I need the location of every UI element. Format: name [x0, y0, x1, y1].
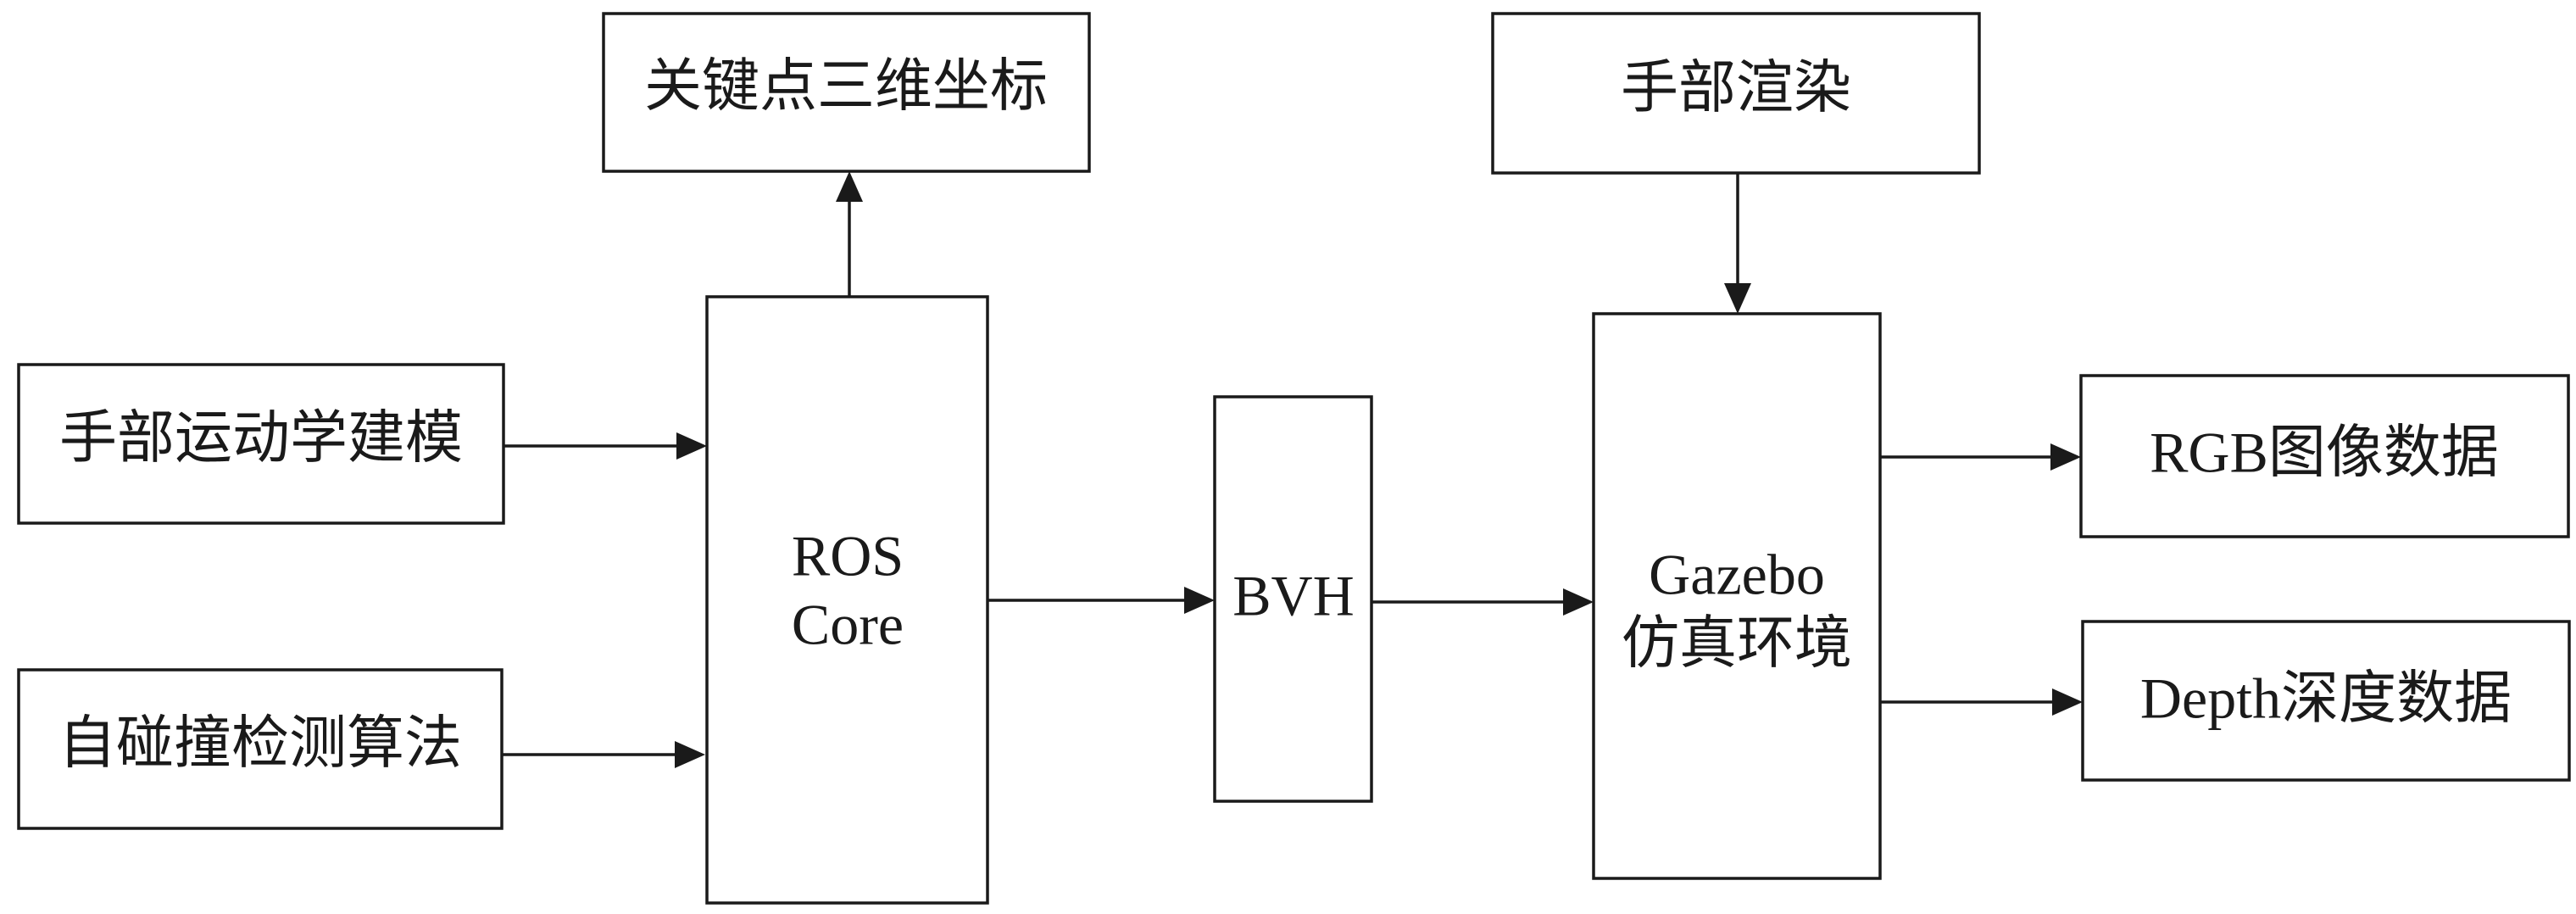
- node-ros-core: ROS Core: [705, 295, 989, 905]
- node-label-self-collision-detection: 自碰撞检测算法: [58, 711, 462, 776]
- node-label-keypoint-3d-coords: 关键点三维坐标: [644, 54, 1048, 119]
- node-label-ros-core-line1: ROS: [792, 524, 904, 588]
- node-label-gazebo-line2: 仿真环境: [1622, 611, 1852, 676]
- node-label-hand-rendering: 手部渲染: [1621, 56, 1851, 120]
- edge-collision-to-ros-core: [502, 741, 705, 768]
- node-label-gazebo-line1: Gazebo: [1649, 543, 1825, 607]
- edge-gazebo-to-depth: [1880, 688, 2083, 716]
- edge-ros-core-to-bvh: [988, 587, 1215, 614]
- node-label-ros-core-line2: Core: [792, 593, 904, 657]
- node-depth-data: Depth深度数据: [2081, 620, 2571, 782]
- node-bvh: BVH: [1213, 395, 1373, 803]
- node-label-rgb-image-data: RGB图像数据: [2150, 421, 2499, 485]
- node-label-bvh: BVH: [1232, 564, 1355, 628]
- node-keypoint-3d-coords: 关键点三维坐标: [602, 12, 1091, 173]
- node-label-depth-data: Depth深度数据: [2140, 666, 2512, 731]
- edge-bvh-to-gazebo: [1371, 588, 1594, 616]
- node-rgb-image-data: RGB图像数据: [2079, 374, 2570, 538]
- node-gazebo: Gazebo 仿真环境: [1592, 312, 1882, 880]
- node-hand-kinematics-modeling: 手部运动学建模: [17, 363, 505, 525]
- edge-ros-core-to-keypoints: [836, 171, 863, 297]
- edge-rendering-to-gazebo: [1724, 173, 1751, 314]
- node-label-hand-kinematics-modeling: 手部运动学建模: [59, 406, 463, 471]
- node-hand-rendering: 手部渲染: [1491, 12, 1981, 175]
- edge-kinematics-to-ros-core: [504, 432, 707, 460]
- edge-gazebo-to-rgb: [1880, 443, 2081, 471]
- node-self-collision-detection: 自碰撞检测算法: [17, 668, 504, 830]
